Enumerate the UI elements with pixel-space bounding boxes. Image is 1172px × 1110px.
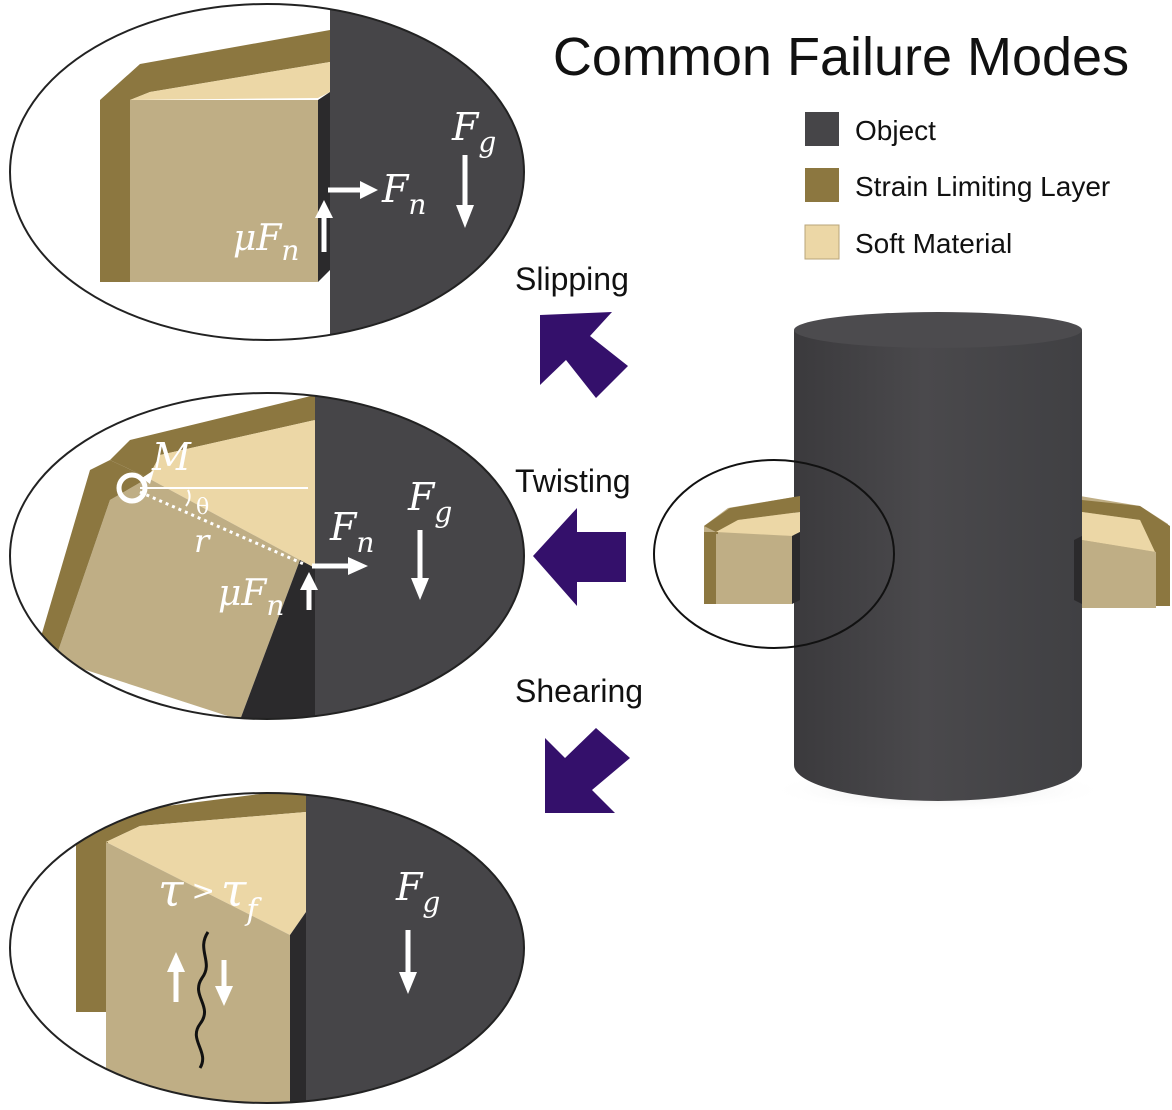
- crack-line: [194, 931, 210, 1069]
- friction-force-label: μ: [233, 218, 256, 259]
- diagram-title: Common Failure Modes: [553, 27, 1129, 87]
- object-surface: [314, 393, 524, 719]
- svg-text:Fg: Fg: [451, 105, 496, 159]
- normal-force-label: F: [329, 505, 358, 549]
- legend-swatch-strain-limiting-layer: [805, 168, 839, 202]
- shearing-direction-arrow: [545, 728, 630, 813]
- gripper-object-render: [653, 312, 1170, 812]
- svg-text:Fg: Fg: [395, 865, 440, 919]
- moment-label: M: [151, 435, 192, 479]
- object-surface: [330, 4, 524, 340]
- mode-label-twisting: Twisting: [515, 463, 631, 499]
- normal-force-label: F: [381, 167, 410, 211]
- strain-layer-side: [100, 100, 132, 282]
- svg-text:τ>τf: τ>τf: [158, 863, 262, 928]
- legend: Object Strain Limiting Layer Soft Materi…: [804, 112, 1110, 260]
- soft-material-side: [130, 100, 318, 282]
- legend-label-strain-limiting-layer: Strain Limiting Layer: [855, 171, 1110, 202]
- zoom-focus-circle: [653, 459, 895, 649]
- svg-text:μFn: μFn: [218, 573, 284, 622]
- mode-label-slipping: Slipping: [515, 261, 629, 297]
- legend-swatch-soft-material: [804, 224, 840, 260]
- svg-text:Fn: Fn: [329, 505, 374, 559]
- twisting-detail-view: M θ r Fg Fn μFn: [9, 392, 525, 720]
- legend-label-soft-material: Soft Material: [855, 228, 1012, 259]
- mode-label-shearing: Shearing: [515, 673, 643, 709]
- gravity-force-label: F: [395, 865, 424, 909]
- slipping-direction-arrow: [540, 312, 628, 398]
- legend-label-object: Object: [855, 115, 936, 146]
- object-cylinder: [794, 330, 1082, 801]
- gravity-force-label: F: [451, 105, 480, 149]
- object-surface: [306, 793, 524, 1103]
- shear-stress-label: τ: [158, 863, 185, 917]
- shearing-detail-view: τ>τf Fg: [9, 792, 525, 1104]
- twisting-direction-arrow: [533, 508, 626, 606]
- angle-label: θ: [196, 495, 209, 520]
- svg-text:Fg: Fg: [407, 475, 452, 529]
- svg-text:Fn: Fn: [381, 167, 426, 221]
- friction-force-label: μ: [218, 573, 241, 614]
- svg-text:μFn: μFn: [233, 218, 299, 267]
- legend-swatch-object: [805, 112, 839, 146]
- radius-label: r: [194, 522, 211, 560]
- slipping-detail-view: Fg Fn μFn: [9, 3, 525, 341]
- strain-layer-top: [100, 30, 330, 100]
- gravity-force-label: F: [407, 475, 436, 519]
- soft-material-top: [130, 62, 330, 100]
